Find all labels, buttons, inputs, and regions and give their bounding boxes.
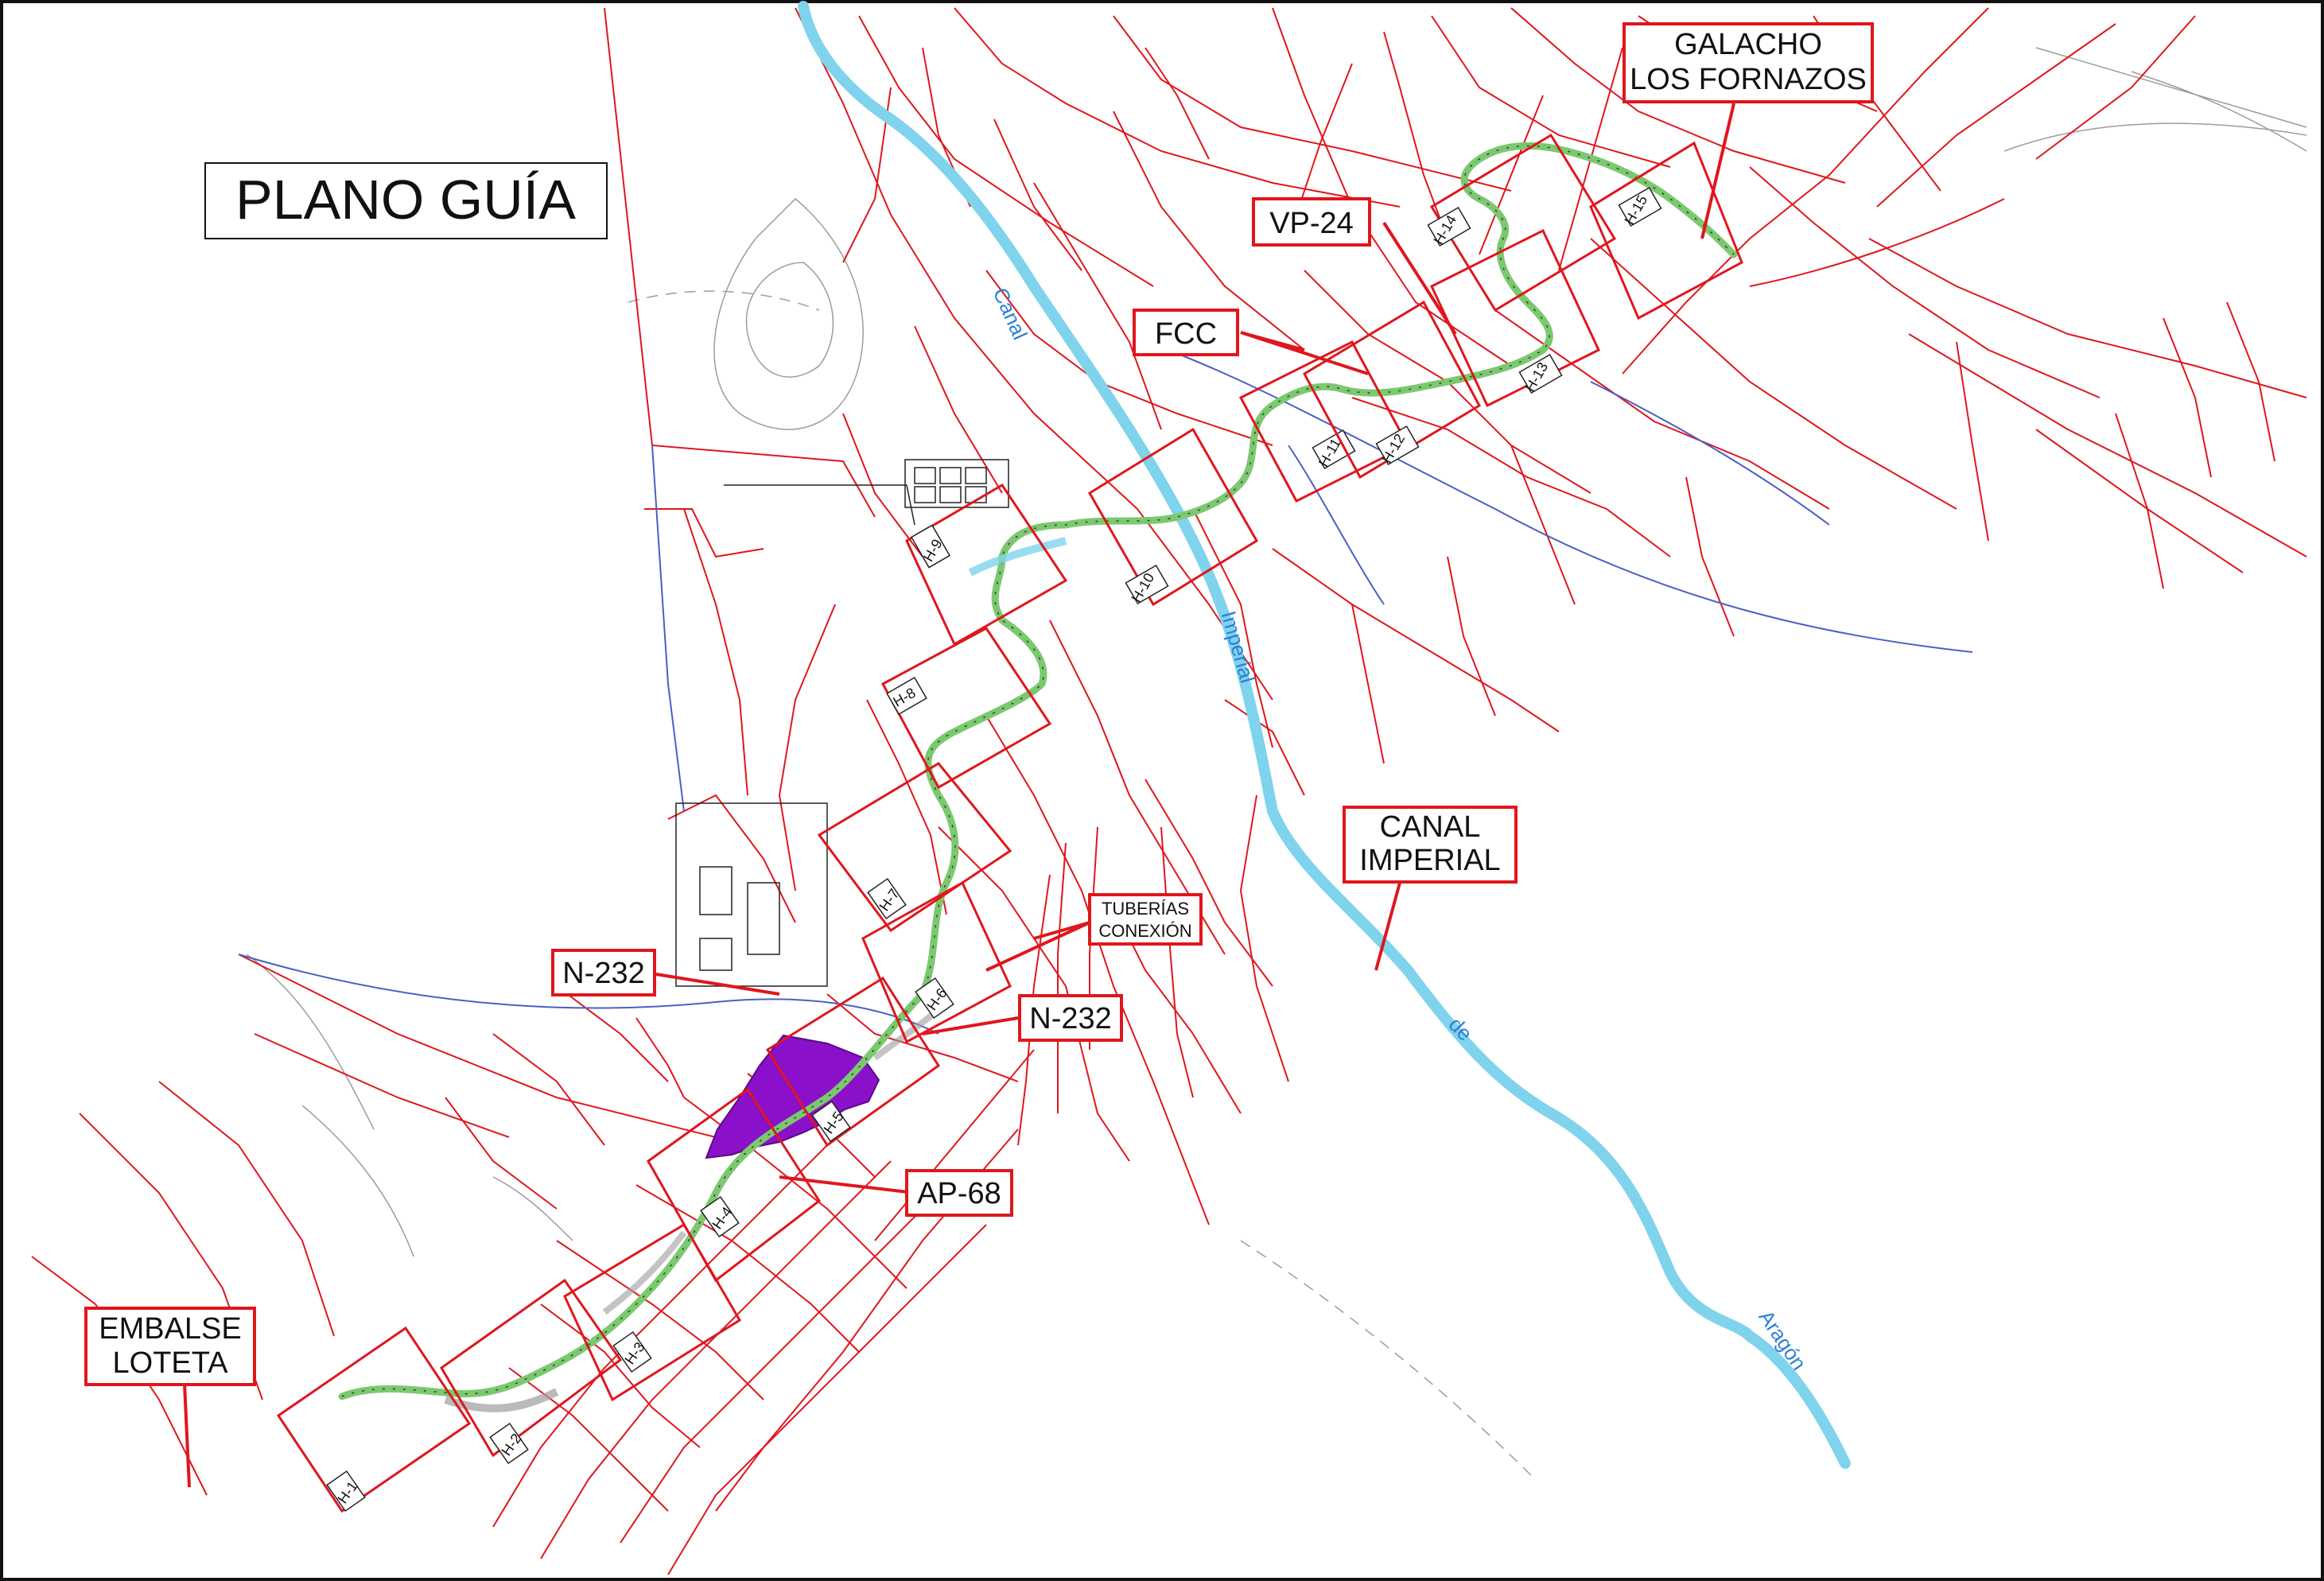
pipeline-route [338, 142, 1738, 1412]
reservoir-polygon [705, 1034, 880, 1160]
svg-text:CANAL: CANAL [1380, 810, 1481, 844]
svg-text:FCC: FCC [1155, 317, 1217, 351]
sheet-h8[interactable]: H-8 [880, 627, 1052, 790]
callouts: GALACHO LOS FORNAZOS VP-24 FCC CANAL IMP… [84, 22, 1874, 1386]
industrial-blocks [675, 459, 1009, 987]
background-context [246, 47, 2307, 1480]
callout-ap68[interactable]: AP-68 [905, 1169, 1013, 1217]
callout-canal-imperial[interactable]: CANAL IMPERIAL [1343, 806, 1518, 884]
svg-text:TUBERÍAS: TUBERÍAS [1102, 899, 1189, 919]
water-label-canal: Canal [989, 284, 1032, 343]
plan-title: PLANO GUÍA [204, 162, 608, 239]
svg-text:N-232: N-232 [562, 957, 645, 990]
canal-imperial [798, 1, 1851, 1469]
sheet-h2[interactable]: H-2 [440, 1278, 623, 1465]
svg-text:EMBALSE: EMBALSE [99, 1312, 242, 1346]
sheet-h7[interactable]: H-7 [817, 762, 1012, 933]
svg-text:CONEXIÓN: CONEXIÓN [1098, 921, 1191, 941]
svg-text:LOS FORNAZOS: LOS FORNAZOS [1630, 63, 1867, 96]
callout-embalse[interactable]: EMBALSE LOTETA [84, 1307, 256, 1386]
svg-text:N-232: N-232 [1029, 1002, 1112, 1035]
callout-n232-left[interactable]: N-232 [551, 949, 656, 996]
sheet-h5[interactable]: H-5 [765, 976, 941, 1148]
callout-galacho[interactable]: GALACHO LOS FORNAZOS [1623, 22, 1874, 103]
svg-text:GALACHO: GALACHO [1674, 28, 1822, 61]
sheet-h1[interactable]: H-1 [276, 1326, 472, 1513]
sheet-h14[interactable]: H-14 [1427, 133, 1617, 313]
callout-vp24[interactable]: VP-24 [1252, 197, 1371, 247]
sheet-h4[interactable]: H-4 [647, 1087, 822, 1283]
water-label-imperial: Imperial [1216, 608, 1259, 686]
road-lines [238, 341, 1973, 1035]
plan-title-text: PLANO GUÍA [235, 169, 576, 231]
parcel-network [31, 7, 2307, 1575]
sheet-h3[interactable]: H-3 [563, 1222, 742, 1402]
svg-text:LOTETA: LOTETA [113, 1346, 229, 1380]
callout-fcc[interactable]: FCC [1133, 309, 1239, 356]
callout-n232-right[interactable]: N-232 [1018, 994, 1123, 1042]
svg-text:VP-24: VP-24 [1269, 207, 1354, 240]
callout-tuberias[interactable]: TUBERÍAS CONEXIÓN [1088, 893, 1203, 946]
svg-text:AP-68: AP-68 [917, 1177, 1001, 1210]
sheet-h9[interactable]: H-9 [905, 483, 1068, 647]
callout-leaders [183, 103, 1735, 1488]
svg-text:IMPERIAL: IMPERIAL [1359, 844, 1500, 877]
